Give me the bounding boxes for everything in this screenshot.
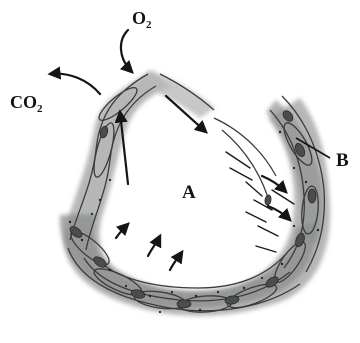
o2-label: O2	[132, 8, 152, 31]
arrow-lower-mid	[148, 236, 160, 256]
co2-label: CO2	[10, 92, 43, 115]
label-b: B	[336, 150, 349, 171]
arrow-lower-left	[116, 224, 128, 238]
o2-arrow	[121, 30, 132, 72]
co2-arrow	[50, 74, 100, 94]
hatch-lines	[226, 152, 294, 252]
arrow-right-low	[268, 206, 290, 220]
arrow-lower-right	[170, 252, 182, 270]
label-a: A	[182, 182, 196, 203]
